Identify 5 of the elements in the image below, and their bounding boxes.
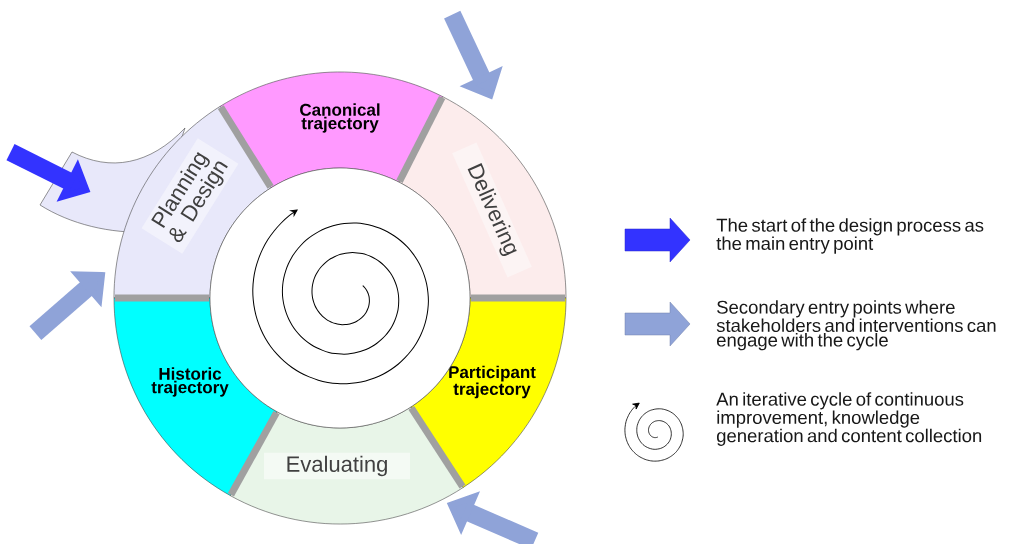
legend-text: The start of the design process as the main entry point: [716, 218, 984, 254]
legend-text: Secondary entry points where stakeholders and interventions can engage with the cycle: [716, 300, 996, 351]
ring-segment: Historic trajectory: [113, 297, 278, 496]
legend-text: An iterative cycle of continuous improvement, knowledge generation and content collection: [716, 392, 982, 446]
ring-segment: Participant trajectory: [410, 297, 567, 488]
